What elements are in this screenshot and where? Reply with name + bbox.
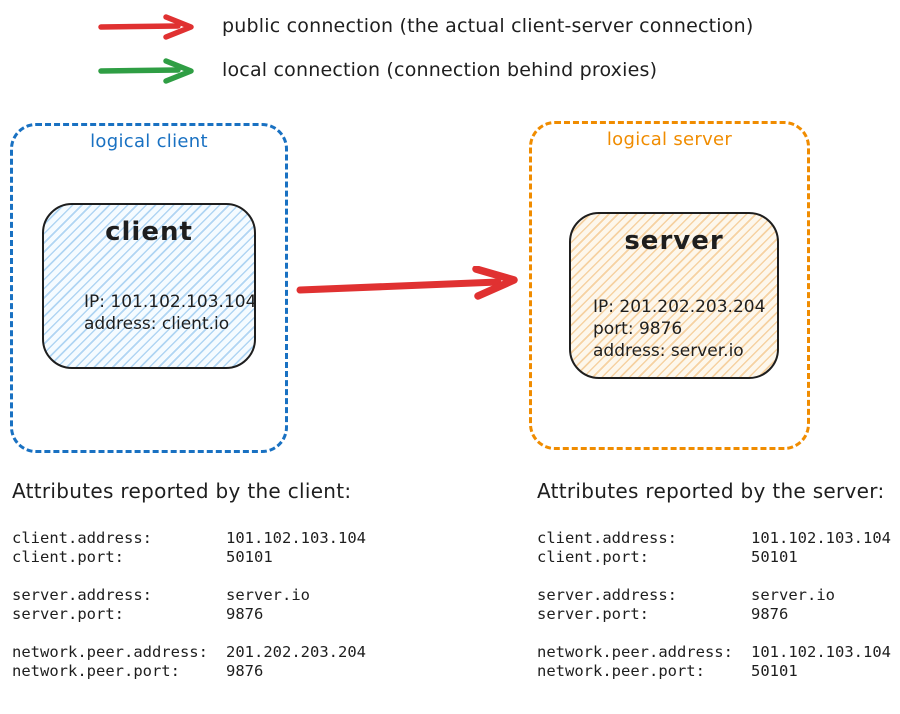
attr-key: server.port:: [12, 605, 124, 623]
attr-row: client.port: 50101: [12, 548, 432, 567]
logical-client-box: logical client: [10, 123, 288, 453]
attr-row: network.peer.port: 50101: [537, 662, 900, 681]
legend-public-connection-label: public connection (the actual client-ser…: [222, 15, 754, 37]
client-to-server-arrow-icon: [296, 266, 518, 300]
server-attr-group-network-peer: network.peer.address: 101.102.103.104 ne…: [537, 643, 900, 681]
attr-row: server.port: 9876: [12, 605, 432, 624]
legend-local-connection-label: local connection (connection behind prox…: [222, 59, 658, 81]
client-attr-group-client: client.address: 101.102.103.104 client.p…: [12, 529, 432, 567]
attr-value: 101.102.103.104: [751, 643, 891, 661]
attr-row: network.peer.port: 9876: [12, 662, 432, 681]
client-attr-group-server: server.address: server.io server.port: 9…: [12, 586, 432, 624]
server-address-line: address: server.io: [593, 341, 744, 361]
legend-public-connection: public connection (the actual client-ser…: [98, 11, 753, 41]
attr-value: 50101: [226, 548, 273, 566]
attr-key: network.peer.address:: [537, 643, 733, 661]
attr-value: 201.202.203.204: [226, 643, 366, 661]
server-node: server IP: 201.202.203.204 port: 9876 ad…: [569, 212, 779, 379]
client-node-title: client: [105, 217, 193, 247]
attr-key: network.peer.port:: [12, 662, 180, 680]
server-port-line: port: 9876: [593, 319, 683, 339]
attr-key: network.peer.address:: [12, 643, 208, 661]
attr-row: server.address: server.io: [537, 586, 900, 605]
local-connection-arrow-icon: [98, 58, 194, 84]
attr-value: server.io: [226, 586, 310, 604]
attr-value: 9876: [226, 662, 264, 680]
server-ip-line: IP: 201.202.203.204: [593, 297, 766, 317]
client-address-line: address: client.io: [84, 314, 230, 334]
logical-server-label: logical server: [606, 129, 733, 150]
attr-key: client.port:: [537, 548, 649, 566]
attr-value: 50101: [751, 548, 798, 566]
attr-key: client.port:: [12, 548, 124, 566]
attr-key: client.address:: [12, 529, 152, 547]
server-node-details: IP: 201.202.203.204 port: 9876 address: …: [593, 296, 765, 362]
server-attributes-block: Attributes reported by the server: clien…: [537, 479, 900, 700]
server-node-title: server: [624, 226, 724, 256]
attr-key: client.address:: [537, 529, 677, 547]
attr-value: 101.102.103.104: [226, 529, 366, 547]
client-node: client IP: 101.102.103.104 address: clie…: [42, 203, 256, 369]
attr-value: 101.102.103.104: [751, 529, 891, 547]
attr-row: network.peer.address: 201.202.203.204: [12, 643, 432, 662]
attr-row: client.address: 101.102.103.104: [12, 529, 432, 548]
client-node-details: IP: 101.102.103.104 address: client.io: [84, 291, 256, 335]
server-attr-group-server: server.address: server.io server.port: 9…: [537, 586, 900, 624]
attr-key: server.address:: [12, 586, 152, 604]
client-attr-group-network-peer: network.peer.address: 201.202.203.204 ne…: [12, 643, 432, 681]
legend-local-connection: local connection (connection behind prox…: [98, 55, 657, 85]
attr-row: client.port: 50101: [537, 548, 900, 567]
attr-value: server.io: [751, 586, 835, 604]
attr-value: 50101: [751, 662, 798, 680]
logical-server-box: logical server: [529, 121, 810, 450]
attr-row: client.address: 101.102.103.104: [537, 529, 900, 548]
attr-row: server.address: server.io: [12, 586, 432, 605]
attr-key: server.port:: [537, 605, 649, 623]
attr-key: server.address:: [537, 586, 677, 604]
logical-client-label: logical client: [90, 131, 208, 152]
attr-key: network.peer.port:: [537, 662, 705, 680]
server-attributes-title: Attributes reported by the server:: [537, 479, 885, 503]
attr-row: server.port: 9876: [537, 605, 900, 624]
client-ip-line: IP: 101.102.103.104: [84, 292, 257, 312]
attr-value: 9876: [226, 605, 264, 623]
client-attributes-block: Attributes reported by the client: clien…: [12, 479, 432, 700]
attr-row: network.peer.address: 101.102.103.104: [537, 643, 900, 662]
public-connection-arrow-icon: [98, 14, 194, 40]
server-attr-group-client: client.address: 101.102.103.104 client.p…: [537, 529, 900, 567]
attr-value: 9876: [751, 605, 789, 623]
client-attributes-title: Attributes reported by the client:: [12, 479, 352, 503]
